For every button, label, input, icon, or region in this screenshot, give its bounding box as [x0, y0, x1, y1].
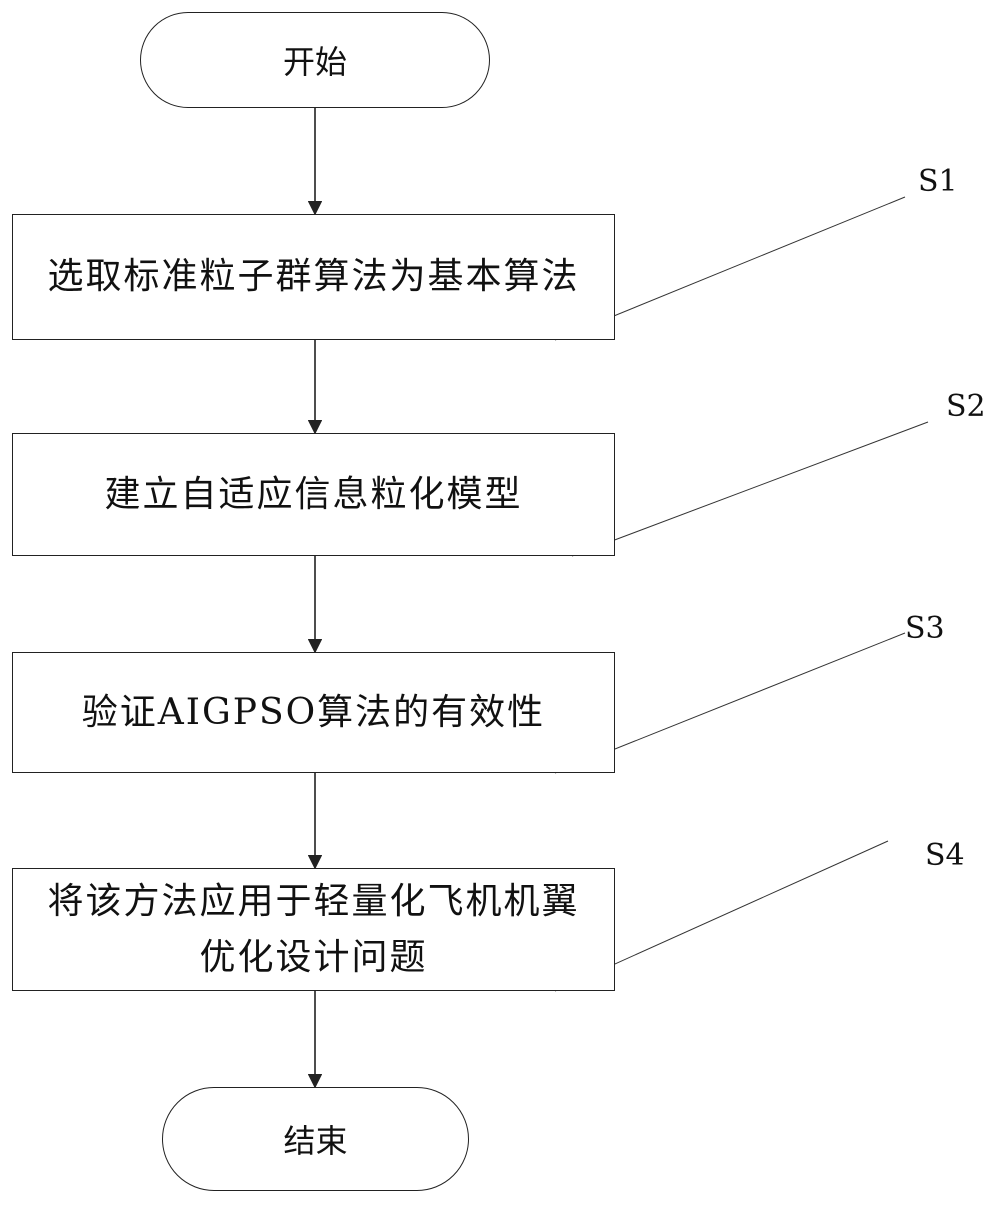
- step-box-s1: 选取标准粒子群算法为基本算法: [12, 214, 615, 340]
- step-label-s4: S4: [925, 838, 965, 873]
- leader-line-s2: [571, 421, 929, 557]
- step-text-s2: 建立自适应信息粒化模型: [104, 473, 523, 515]
- step-text-s4: 将该方法应用于轻量化飞机机翼优化设计问题: [47, 880, 580, 978]
- step-text-s3: 验证AIGPSO算法的有效性: [81, 691, 546, 733]
- step-box-s3: 验证AIGPSO算法的有效性: [12, 652, 615, 773]
- start-terminal: 开始: [140, 12, 490, 108]
- step-label-s3: S3: [905, 611, 945, 646]
- end-label: 结束: [283, 1122, 348, 1160]
- step-label-s2: S2: [946, 389, 986, 424]
- step-text-s1: 选取标准粒子群算法为基本算法: [47, 256, 580, 297]
- step-box-s2: 建立自适应信息粒化模型: [12, 433, 615, 556]
- step-box-s4: 将该方法应用于轻量化飞机机翼优化设计问题: [12, 868, 615, 991]
- end-terminal: 结束: [162, 1087, 469, 1191]
- start-label: 开始: [282, 43, 347, 81]
- step-label-s1: S1: [918, 164, 958, 199]
